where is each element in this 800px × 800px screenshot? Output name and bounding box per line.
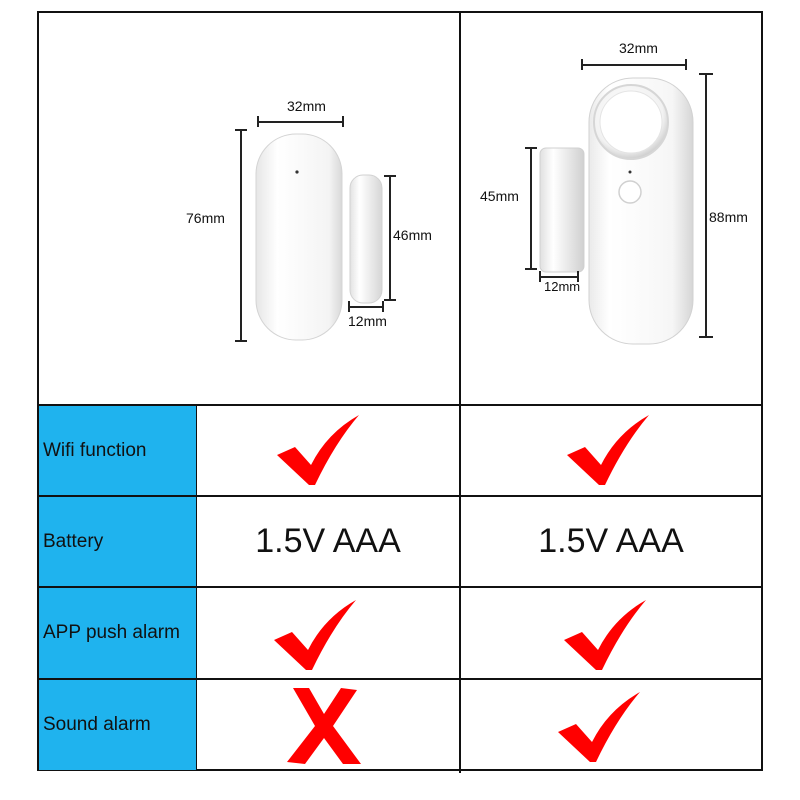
- dim-line: [389, 175, 391, 301]
- dim-line: [348, 306, 384, 308]
- battery-value-product-1: 1.5V AAA: [255, 522, 401, 560]
- dim-line: [699, 336, 713, 338]
- row-divider-1: [37, 404, 763, 406]
- check-icon: [564, 600, 646, 670]
- dim-line: [705, 73, 707, 338]
- dim-line: [235, 340, 247, 342]
- product-1-height-label: 76mm: [186, 210, 225, 226]
- dim-line: [525, 268, 537, 270]
- row-label-wifi: Wifi function: [39, 406, 196, 495]
- check-icon: [567, 415, 649, 485]
- product-2-width-label: 32mm: [619, 40, 658, 56]
- product-2-height-label: 88mm: [709, 209, 748, 225]
- dim-line: [348, 301, 350, 312]
- dim-line: [530, 147, 532, 270]
- dim-line: [382, 301, 384, 312]
- row-divider-4: [37, 678, 763, 680]
- dim-line: [582, 64, 687, 66]
- row-label-app-push: APP push alarm: [39, 588, 196, 678]
- dim-line: [384, 175, 396, 177]
- row-label-sound: Sound alarm: [39, 680, 196, 770]
- row-label-battery: Battery: [39, 497, 196, 586]
- product-2-sensor-image: [587, 76, 695, 346]
- product-2-magnet-height-label: 45mm: [480, 188, 519, 204]
- product-2-magnet-width-label: 12mm: [544, 279, 581, 294]
- dim-line: [384, 299, 396, 301]
- battery-value-product-2: 1.5V AAA: [538, 522, 684, 560]
- dim-line: [539, 276, 579, 278]
- product-1-width-label: 32mm: [287, 98, 326, 114]
- row-divider-3: [37, 586, 763, 588]
- dim-line: [577, 271, 579, 282]
- dim-line: [699, 73, 713, 75]
- check-icon: [558, 692, 640, 762]
- product-1-sensor-image: [254, 132, 344, 342]
- dim-line: [539, 271, 541, 282]
- dim-line: [257, 116, 259, 127]
- product-1-magnet-height-label: 46mm: [393, 227, 432, 243]
- check-icon: [274, 600, 356, 670]
- row-divider-2: [37, 495, 763, 497]
- comparison-table: [37, 11, 763, 771]
- dim-line: [342, 116, 344, 127]
- product-2-magnet-image: [539, 147, 585, 273]
- dim-line: [581, 59, 583, 70]
- dim-line: [525, 147, 537, 149]
- check-icon: [277, 415, 359, 485]
- dim-line: [235, 129, 247, 131]
- dim-line: [258, 121, 344, 123]
- column-divider-center: [459, 11, 461, 773]
- product-1-magnet-image: [349, 174, 383, 304]
- dim-line: [240, 129, 242, 342]
- product-1-magnet-width-label: 12mm: [348, 313, 387, 329]
- cross-icon: [287, 688, 361, 764]
- dim-line: [685, 59, 687, 70]
